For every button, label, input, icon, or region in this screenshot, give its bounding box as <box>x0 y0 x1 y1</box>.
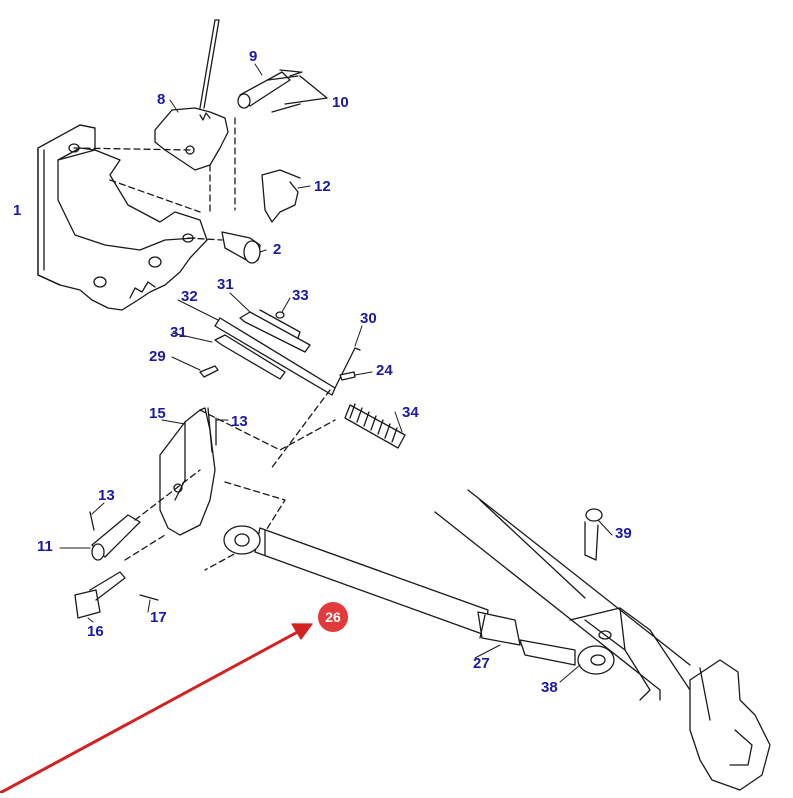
part-27-sleeve <box>477 611 521 646</box>
part-17-spring-pin <box>139 594 159 601</box>
label-2: 2 <box>273 241 282 258</box>
label-10: 10 <box>332 94 349 111</box>
label-13-left: 13 <box>98 487 115 504</box>
label-34: 34 <box>402 404 419 421</box>
part-39-pin <box>584 508 603 561</box>
part-15-hook <box>159 407 217 536</box>
label-31-upper: 31 <box>217 276 234 293</box>
red-arrow <box>0 626 307 795</box>
hook-jaw <box>689 659 771 791</box>
label-39: 39 <box>615 525 632 542</box>
part-1-bracket <box>37 124 208 311</box>
assembly-lines-upper <box>73 117 236 241</box>
part-16-pin <box>74 571 126 619</box>
highlight-badge-26: 26 <box>318 602 348 632</box>
part-38-ball-joint <box>519 639 615 675</box>
part-29-pin <box>199 365 219 378</box>
red-arrow-head <box>291 623 313 640</box>
label-29: 29 <box>149 348 166 365</box>
label-9: 9 <box>249 48 258 65</box>
label-27: 27 <box>473 655 490 672</box>
label-33: 33 <box>292 287 309 304</box>
label-16: 16 <box>87 623 104 640</box>
leader-lines <box>59 63 613 683</box>
part-11-pin <box>89 511 141 561</box>
assembly-lines-lower <box>124 389 336 571</box>
label-31-lower: 31 <box>170 324 187 341</box>
part-33-pin <box>275 311 285 319</box>
label-17: 17 <box>150 609 167 626</box>
label-12: 12 <box>314 178 331 195</box>
part-26-arm <box>223 525 489 636</box>
part-2-bolt <box>221 231 261 264</box>
label-15: 15 <box>149 405 166 422</box>
label-8: 8 <box>157 91 166 108</box>
label-13-right: 13 <box>231 413 248 430</box>
part-8-latch <box>154 19 229 171</box>
part-34-spring <box>344 403 406 449</box>
label-24: 24 <box>376 362 393 379</box>
part-9-pin <box>237 69 301 109</box>
label-11: 11 <box>37 538 53 555</box>
part-31-levers <box>214 309 311 380</box>
label-30: 30 <box>360 310 377 327</box>
part-24-pin <box>339 371 356 381</box>
label-32: 32 <box>181 288 198 305</box>
part-12-clip <box>261 169 301 223</box>
part-30-rod <box>214 317 361 396</box>
part-10-spring-pins <box>271 71 328 113</box>
label-1: 1 <box>13 202 22 219</box>
label-38: 38 <box>541 679 558 696</box>
